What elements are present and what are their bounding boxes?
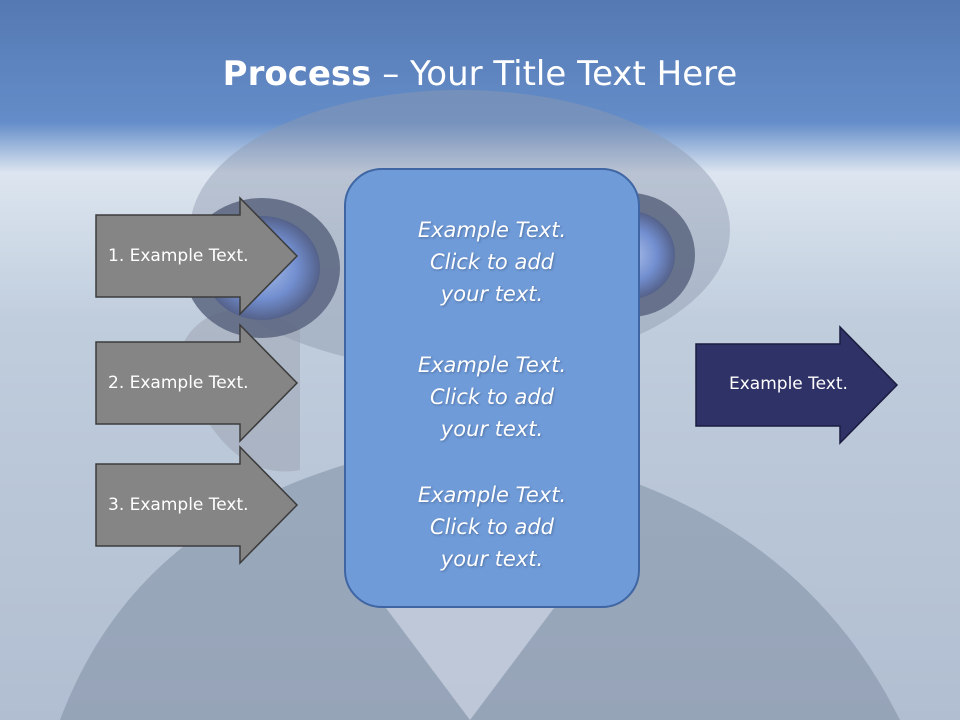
center-text-line: Click to add bbox=[429, 250, 554, 274]
center-text-block-3: Example Text. Click to add your text. bbox=[346, 479, 638, 575]
center-text-line: Click to add bbox=[429, 515, 554, 539]
center-text-line: your text. bbox=[440, 547, 544, 571]
title-bold: Process bbox=[222, 54, 372, 94]
title-rest: Your Title Text Here bbox=[410, 54, 738, 94]
center-text-line: Example Text. bbox=[417, 353, 567, 377]
center-text-line: your text. bbox=[440, 282, 544, 306]
center-text-block-1: Example Text. Click to add your text. bbox=[346, 214, 638, 310]
center-text-line: your text. bbox=[440, 417, 544, 441]
output-arrow-label: Example Text. bbox=[729, 374, 848, 394]
input-arrow-3 bbox=[95, 445, 299, 565]
input-arrow-3-label: 3. Example Text. bbox=[108, 495, 249, 515]
input-arrow-2-label: 2. Example Text. bbox=[108, 373, 249, 393]
input-arrow-1 bbox=[95, 196, 299, 316]
input-arrow-1-label: 1. Example Text. bbox=[108, 246, 249, 266]
output-arrow bbox=[695, 325, 899, 445]
input-arrow-2 bbox=[95, 323, 299, 443]
title-dash: – bbox=[371, 54, 411, 94]
center-text-line: Example Text. bbox=[417, 218, 567, 242]
center-text-block-2: Example Text. Click to add your text. bbox=[346, 349, 638, 445]
center-text-line: Click to add bbox=[429, 385, 554, 409]
slide-title: Process – Your Title Text Here bbox=[0, 50, 960, 98]
center-text-line: Example Text. bbox=[417, 483, 567, 507]
center-process-box: Example Text. Click to add your text. Ex… bbox=[344, 168, 640, 608]
